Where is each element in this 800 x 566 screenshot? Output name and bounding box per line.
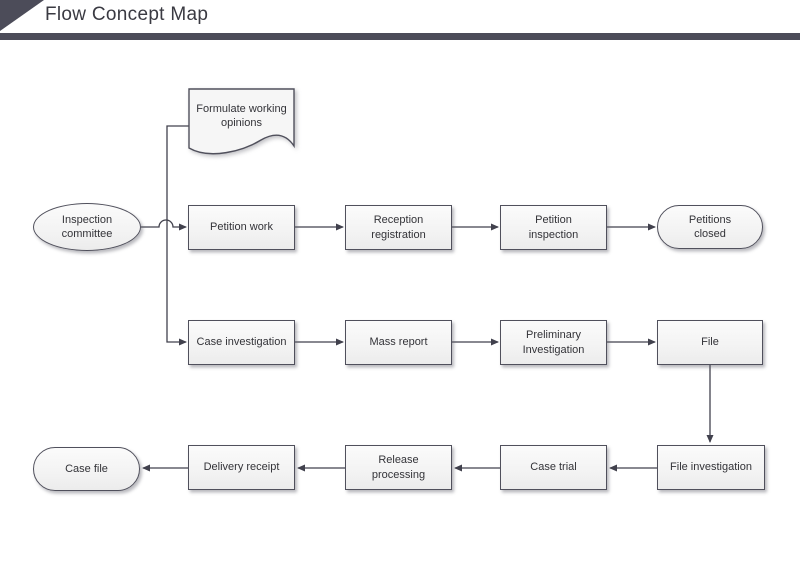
- node-preliminary-investigation[interactable]: Preliminary Investigation: [500, 320, 607, 365]
- node-reception-registration[interactable]: Reception registration: [345, 205, 452, 250]
- node-file[interactable]: File: [657, 320, 763, 365]
- node-label: File investigation: [670, 461, 752, 474]
- node-label: Formulate working opinions: [196, 102, 287, 129]
- node-petition-inspection[interactable]: Petition inspection: [500, 205, 607, 250]
- node-label: File: [701, 336, 719, 349]
- node-label: Petition inspection: [528, 214, 579, 241]
- node-case-trial[interactable]: Case trial: [500, 445, 607, 490]
- node-inspection-committee[interactable]: Inspection committee: [33, 203, 141, 251]
- document-shape: [188, 88, 295, 155]
- node-release-processing[interactable]: Release processing: [345, 445, 452, 490]
- node-label: Reception registration: [371, 214, 426, 241]
- node-label: Case file: [65, 462, 108, 475]
- node-label: Inspection committee: [61, 213, 113, 240]
- node-delivery-receipt[interactable]: Delivery receipt: [188, 445, 295, 490]
- node-mass-report[interactable]: Mass report: [345, 320, 452, 365]
- node-case-file[interactable]: Case file: [33, 447, 140, 491]
- node-file-investigation[interactable]: File investigation: [657, 445, 765, 490]
- node-label: Case trial: [530, 461, 577, 474]
- node-label: Petitions closed: [688, 213, 732, 240]
- page-title: Flow Concept Map: [45, 4, 209, 25]
- node-label: Case investigation: [196, 336, 287, 349]
- node-label: Preliminary Investigation: [522, 329, 585, 356]
- header-divider-bar: [0, 33, 800, 40]
- node-label: Delivery receipt: [203, 461, 280, 474]
- node-formulate-working-opinions[interactable]: Formulate working opinions: [188, 88, 295, 160]
- node-case-investigation[interactable]: Case investigation: [188, 320, 295, 365]
- edge-document-to-case-investigation: [166, 125, 189, 346]
- edge-committee-to-petition-work: [141, 219, 187, 231]
- node-petitions-closed[interactable]: Petitions closed: [657, 205, 763, 249]
- node-label: Mass report: [369, 336, 428, 349]
- node-label: Petition work: [210, 221, 273, 234]
- node-petition-work[interactable]: Petition work: [188, 205, 295, 250]
- node-label: Release processing: [371, 454, 426, 481]
